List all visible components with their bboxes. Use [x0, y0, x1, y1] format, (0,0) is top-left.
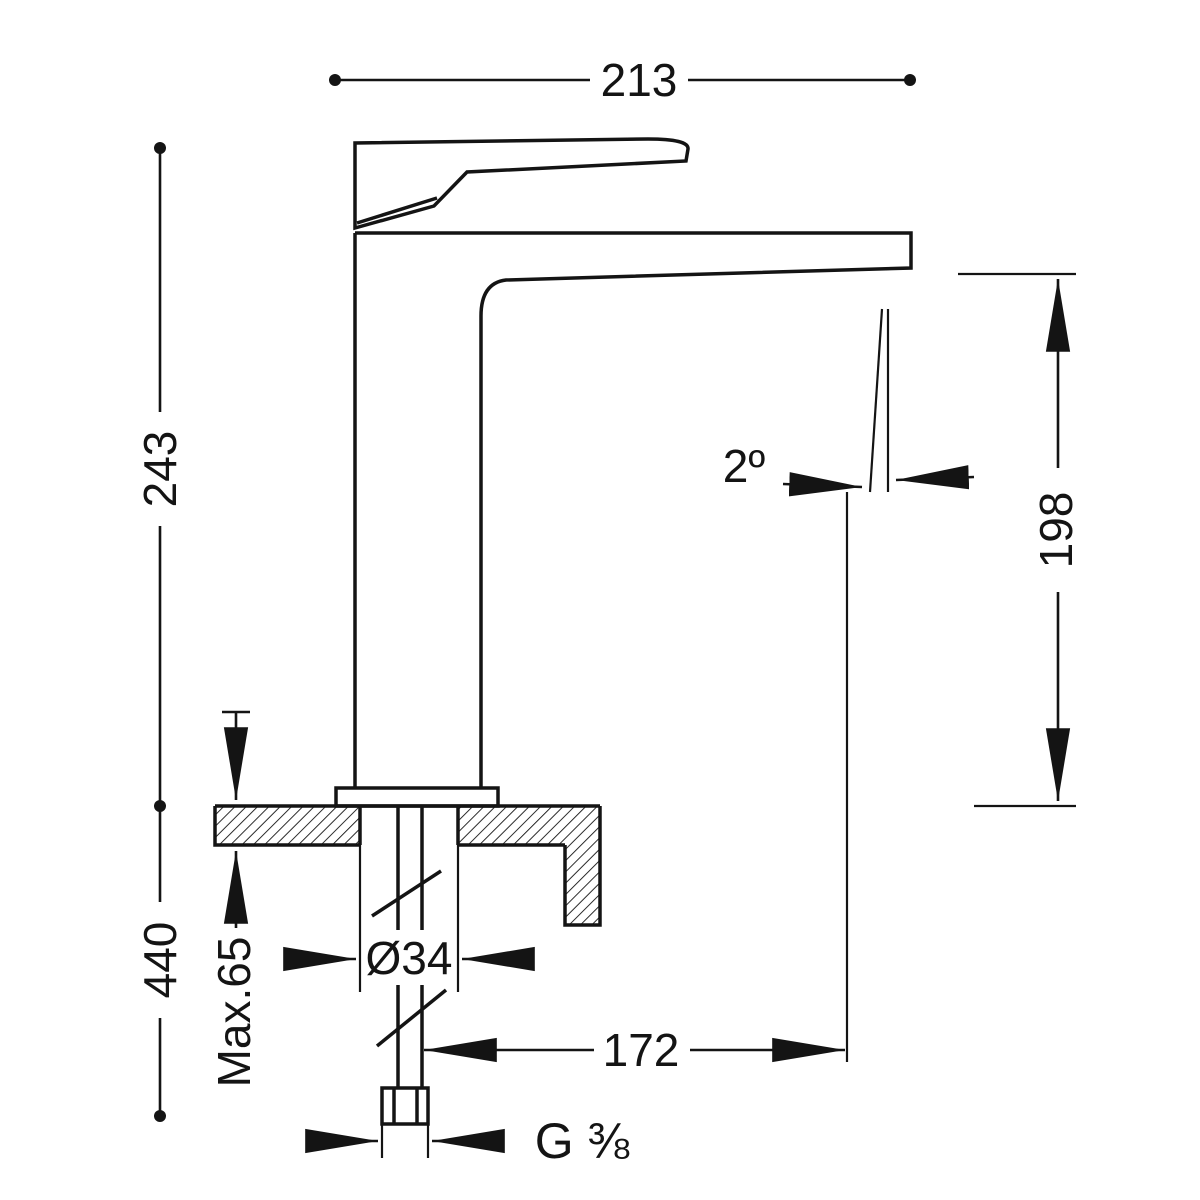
- faucet-outline: [334, 137, 913, 808]
- dim-counter-thickness: Max.65: [208, 710, 260, 1088]
- lever-handle: [353, 137, 690, 231]
- dim-label-spout-reach: 172: [603, 1024, 680, 1076]
- angle-reference-line-tilted: [868, 308, 884, 493]
- dim-total-height-below: 440: [134, 806, 186, 1122]
- countertop-section: [213, 804, 602, 927]
- dim-endpoint-dot: [329, 74, 341, 86]
- dim-label-outlet-height: 198: [1030, 492, 1082, 569]
- counter-hatch-left: [215, 806, 360, 845]
- dim-label-spout-angle: 2º: [723, 440, 766, 492]
- dim-endpoint-dot: [154, 142, 166, 154]
- thread-connector: [380, 1086, 430, 1126]
- dim-label-width-overall: 213: [601, 54, 678, 106]
- dim-label-body-height: 243: [134, 431, 186, 508]
- counter-outline: [213, 804, 602, 927]
- dim-hole-diameter: Ø34: [283, 845, 535, 992]
- pipe-break-line-lower: [375, 988, 448, 1048]
- dim-thread-size: G ⅜: [305, 1113, 630, 1169]
- dim-body-height: 243: [134, 142, 186, 812]
- dim-endpoint-dot: [904, 74, 916, 86]
- dim-overall-width: 213: [329, 54, 916, 106]
- dim-label-total-height-below: 440: [134, 922, 186, 999]
- pipe-break-line-upper: [371, 869, 442, 918]
- dim-label-thread-size: G ⅜: [535, 1113, 630, 1169]
- dim-label-counter-thickness: Max.65: [208, 937, 260, 1088]
- counter-hatch-right: [458, 806, 600, 925]
- dim-spout-reach: 172: [424, 492, 849, 1076]
- base-flange: [334, 786, 500, 808]
- dim-outlet-height: 198: [958, 272, 1082, 808]
- lever-handle-detail-line: [356, 196, 438, 225]
- dim-endpoint-dot: [154, 1110, 166, 1122]
- dim-spout-angle: 2º: [723, 308, 975, 497]
- spout-and-body: [355, 231, 913, 788]
- dim-label-hole-diameter: Ø34: [366, 932, 453, 984]
